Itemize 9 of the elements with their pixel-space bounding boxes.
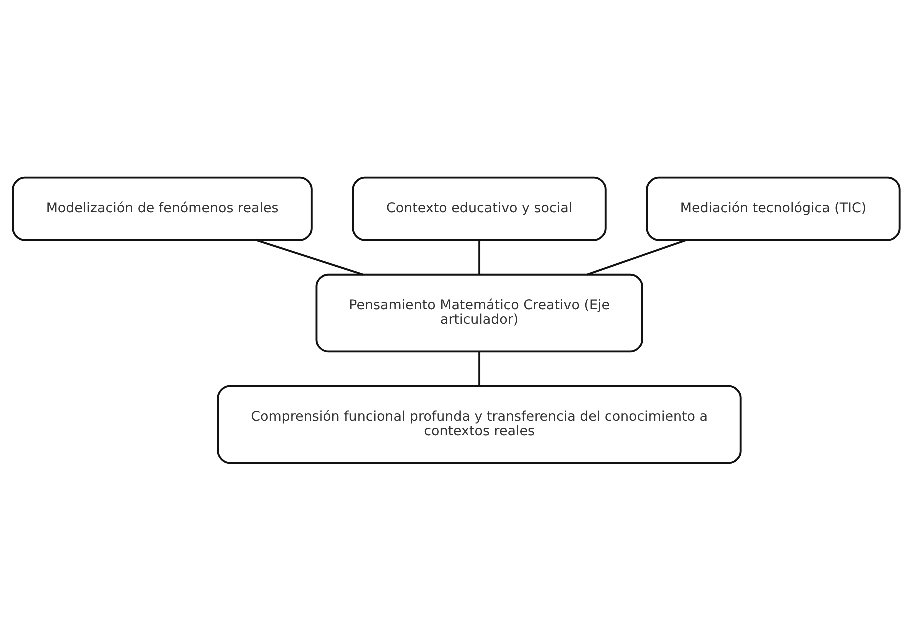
connector [478,352,481,386]
node-box: Comprensión funcional profunda y transferencia del conocimiento a contextos reales [217,385,742,464]
node-box: Contexto educativo y social [352,176,607,242]
node-box: Mediación tecnológica (TIC) [646,176,901,242]
connector [256,239,364,276]
node-box: Pensamiento Matemático Creativo (Eje articulador) [316,274,644,353]
connector [587,239,687,276]
node-box: Modelización de fenómenos reales [12,176,313,242]
connector [478,240,481,275]
